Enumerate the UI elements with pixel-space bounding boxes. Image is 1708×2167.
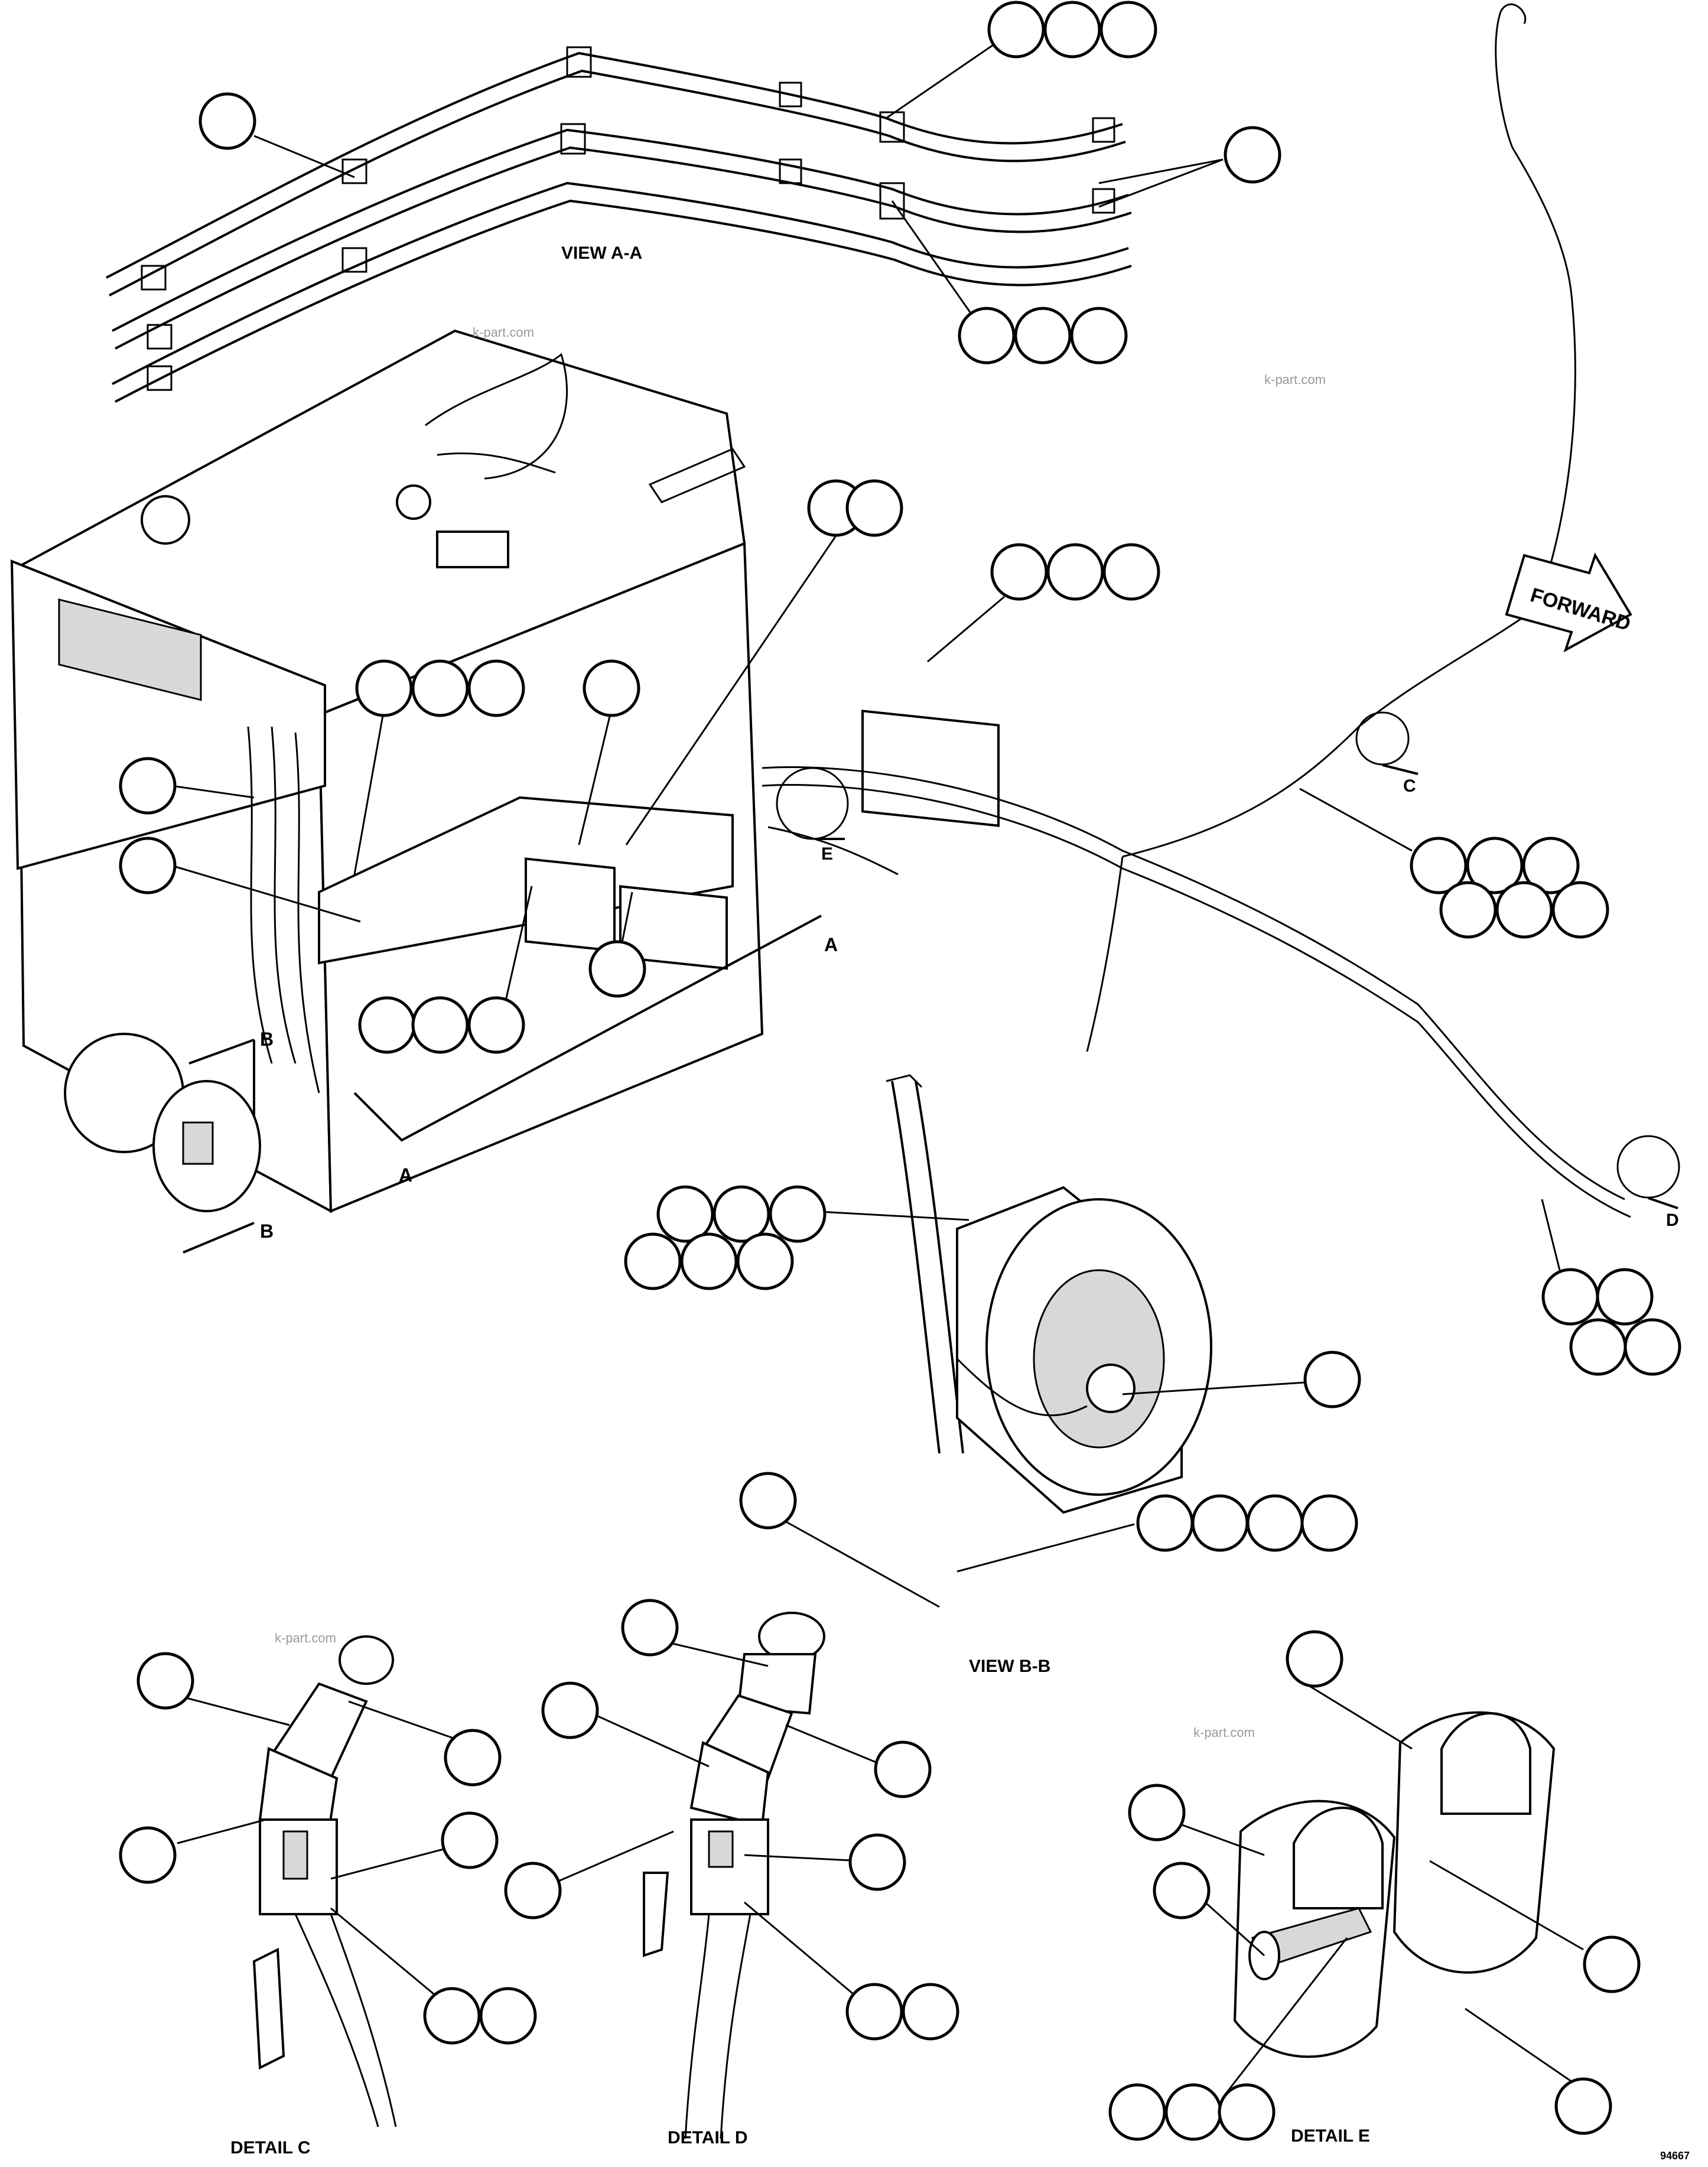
section-a-right: A: [824, 934, 838, 955]
detail-c-caption: DETAIL C: [230, 2138, 311, 2158]
detail-d-marker: D: [1666, 1211, 1679, 1230]
forward-arrow: FORWARD: [1505, 552, 1633, 653]
detail-c-nozzle: DETAIL C: [119, 1635, 537, 2158]
view-aa-tube-bundle: VIEW A-A: [106, 1, 1281, 403]
detail-d-caption: DETAIL D: [668, 2128, 748, 2148]
detail-e-caption: DETAIL E: [1291, 2126, 1370, 2146]
detail-e-marker: E: [821, 844, 833, 864]
wire-harness: C D E FORWARD: [762, 3, 1681, 1376]
detail-c-marker: C: [1403, 776, 1416, 796]
view-aa-caption: VIEW A-A: [561, 243, 642, 263]
section-b-bottom: B: [260, 1221, 274, 1242]
detail-d-nozzle: DETAIL D: [504, 1599, 959, 2148]
detail-e-clamp: DETAIL E: [1108, 1630, 1641, 2146]
drawing-number: 94667: [1660, 2150, 1690, 2162]
section-a-left: A: [399, 1164, 412, 1186]
view-bb-caption: VIEW B-B: [969, 1657, 1050, 1676]
watermark-2: k-part.com: [1264, 372, 1326, 387]
fuel-tank-assembly: A A B B: [10, 329, 903, 1254]
watermark-1: k-part.com: [473, 325, 534, 340]
watermark-4: k-part.com: [1193, 1725, 1255, 1740]
watermark-3: k-part.com: [275, 1631, 336, 1645]
section-b-top: B: [260, 1029, 274, 1050]
view-bb-bracket: VIEW B-B: [624, 1074, 1361, 1676]
